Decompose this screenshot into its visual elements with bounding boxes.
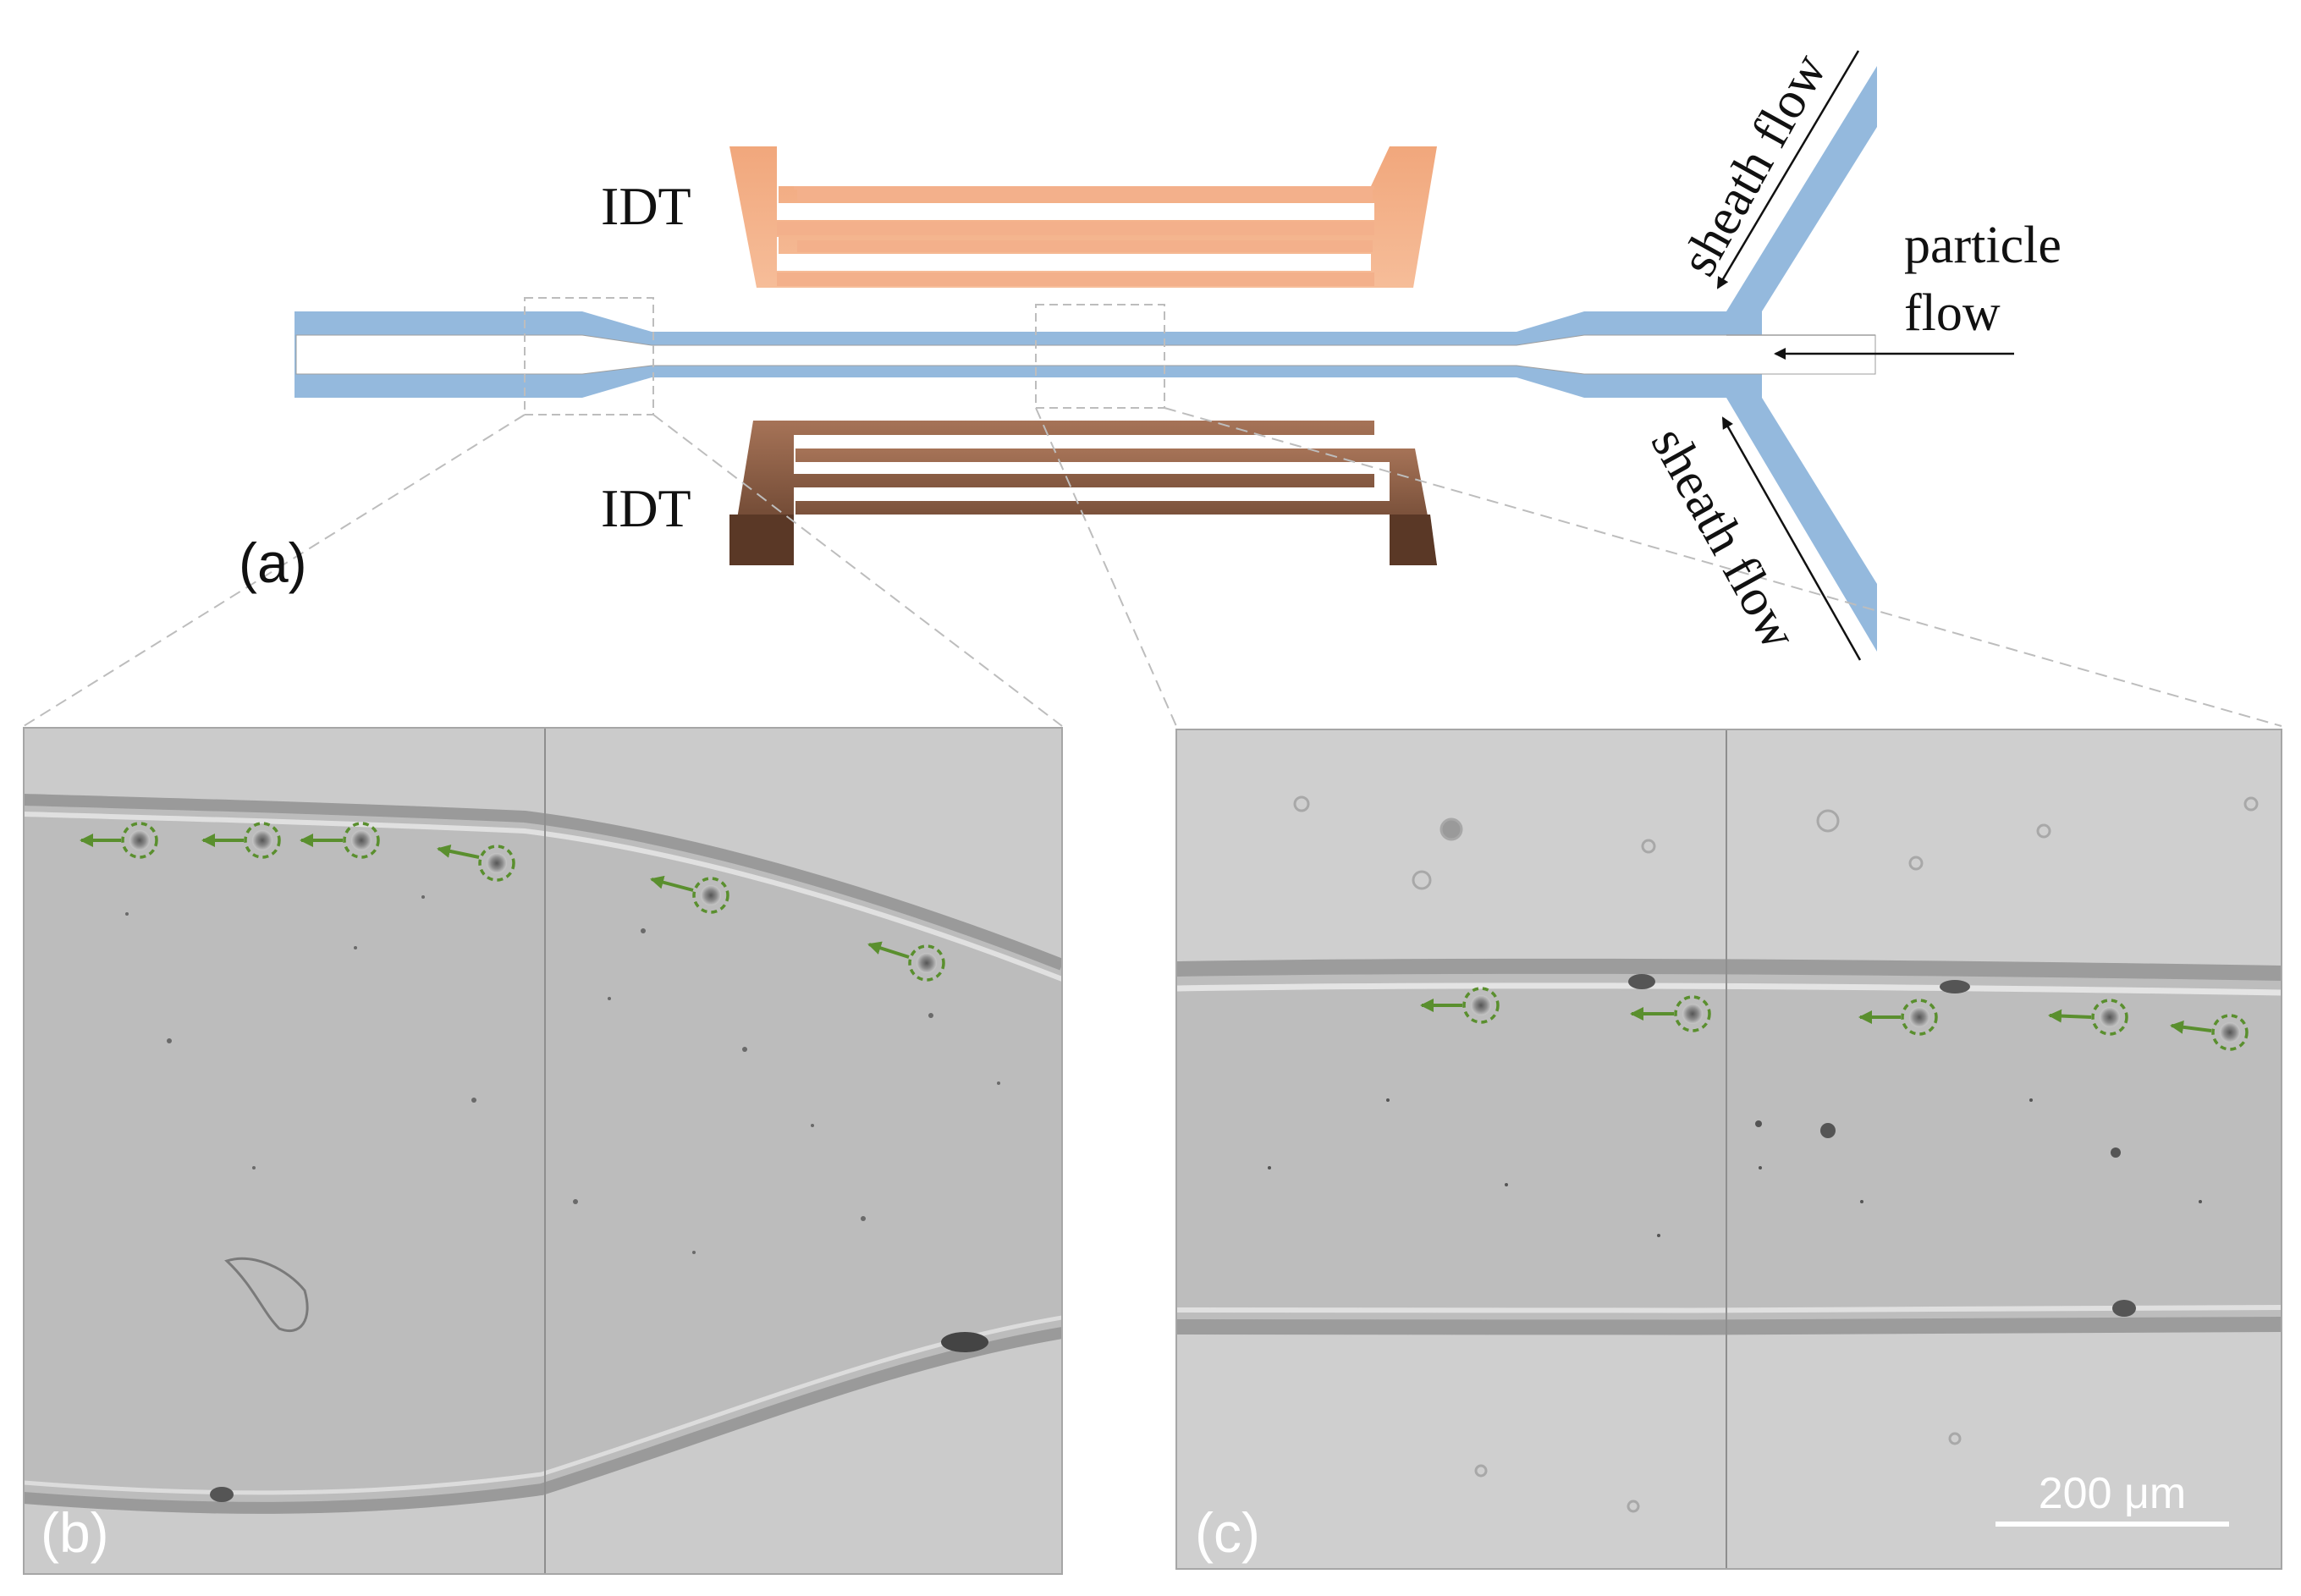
tracked-particle [437, 845, 515, 882]
panel-b-micrograph: (b) [24, 728, 1062, 1574]
idt-bottom-label: IDT [601, 478, 691, 538]
particle-flow-label-line1: particle [1904, 217, 2062, 274]
sheath-flow-top-label: sheath flow [1670, 44, 1838, 285]
panel-c-frame [1175, 729, 2282, 1570]
tracked-particle [1420, 987, 1500, 1024]
idt-bottom-right-busbar [795, 449, 1437, 565]
panel-b-particles [80, 822, 945, 982]
idt-top-gap [777, 203, 1374, 220]
idt-top-gap [794, 186, 1374, 190]
scale-bar-line [1995, 1522, 2229, 1527]
panel-a-schematic: IDT IDT (a) particle flow sheath flow sh… [23, 44, 2282, 727]
idt-top-finger [797, 190, 1373, 201]
idt-top-finger [777, 222, 1374, 235]
tracked-particle [650, 875, 729, 914]
idt-top-gap [777, 254, 1371, 271]
tracked-particle [300, 822, 380, 859]
panel-b-debris [125, 895, 1000, 1502]
panel-c-lower-wall [1176, 1317, 2282, 1335]
panel-c-label: (c) [1195, 1501, 1260, 1564]
zoom-box-c [1035, 304, 1165, 409]
tracked-particle [201, 822, 281, 859]
idt-top-label: IDT [601, 176, 691, 236]
channel-core [295, 334, 1876, 375]
idt-top [729, 146, 1437, 288]
sheath-flow-top-arrow [1716, 50, 1860, 289]
zoom-projection-lines [23, 407, 2282, 727]
scale-bar: 200 μm [1995, 1469, 2229, 1527]
panel-c-dark-specks [1268, 974, 2202, 1317]
panel-c-micrograph: 200 μm (c) [1176, 729, 2282, 1569]
idt-bottom-gap [794, 462, 1390, 474]
panel-b-lower-wall-highlight [24, 1315, 1062, 1495]
tracked-particle [2170, 1014, 2249, 1051]
tracked-particle [2048, 999, 2128, 1036]
panel-c-channel [1176, 966, 2282, 1328]
panel-c-particles [1420, 987, 2249, 1051]
idt-bottom-left-pad [729, 515, 794, 565]
panel-b-upper-wall [24, 794, 1062, 971]
tracked-particle [80, 822, 158, 859]
idt-top-right-busbar [779, 146, 1437, 288]
microchannel [295, 66, 1877, 652]
idt-bottom-gap [794, 435, 1374, 449]
idt-bottom-gap [794, 487, 1390, 501]
tracked-particle [1858, 999, 1938, 1036]
sheath-flow-bottom-arrow [1721, 416, 1862, 661]
idt-top-finger [797, 240, 1373, 252]
idt-bottom-gap [794, 515, 1390, 565]
idt-top-finger [777, 272, 1374, 286]
panel-c-upper-wall [1176, 958, 2282, 981]
scale-bar-label: 200 μm [2039, 1469, 2186, 1518]
panel-b-upper-wall-highlight [24, 812, 1062, 982]
panel-b-frame [23, 727, 1063, 1575]
panel-a-label: (a) [239, 531, 307, 594]
particle-flow-label-line2: flow [1904, 284, 2001, 342]
tracked-particle [867, 941, 945, 982]
panel-b-lower-wall [24, 1327, 1062, 1514]
tracked-particle [1630, 995, 1711, 1032]
idt-bottom [729, 421, 1437, 565]
idt-bottom-right-pad [1390, 515, 1437, 565]
panel-c-debris [1293, 795, 2259, 1513]
panel-b-label: (b) [41, 1501, 109, 1564]
